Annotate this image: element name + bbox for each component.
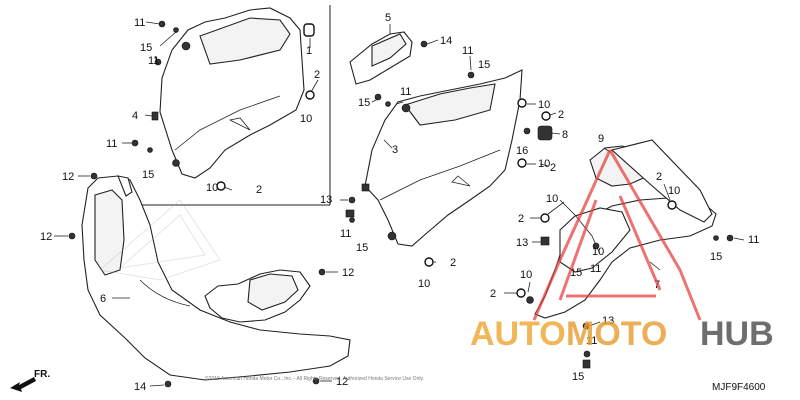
callout-16: 16 [516,145,528,157]
copyright-text: ©2019 American Honda Motor Co., Inc. - A… [205,375,424,382]
callout-numbers: 11 15 11 1 2 10 4 11 15 10 2 12 12 6 12 … [40,12,759,393]
watermark-text-moto: MOTO [566,315,667,353]
callout-9: 9 [598,133,604,145]
callout-3: 3 [392,144,398,156]
front-direction-label: FR. [34,369,50,380]
callout-15: 15 [358,97,370,109]
callout-2: 2 [490,288,496,300]
callout-10: 10 [668,185,680,197]
callout-11: 11 [586,335,597,347]
callout-11: 11 [748,234,759,246]
callout-12: 12 [40,231,52,243]
callout-13: 13 [602,315,614,327]
inner-panel-left-inset[interactable] [159,7,305,179]
center-hardware [345,40,553,267]
callout-2: 2 [256,184,262,196]
under-cowl-hardware [68,172,326,388]
callout-1: 1 [306,45,312,57]
callout-13: 13 [320,194,332,206]
callout-15: 15 [478,59,490,71]
callout-2: 2 [518,213,524,225]
callout-10: 10 [538,99,550,111]
callout-14: 14 [440,35,452,47]
callout-10: 10 [592,246,604,258]
callout-15: 15 [142,169,154,181]
watermark-text-auto: AUTO [470,315,566,353]
clip-grommet [401,103,411,113]
callout-10: 10 [520,269,532,281]
watermark-logo: AUTO MOTO HUB [470,149,774,353]
callout-11: 11 [340,228,351,240]
clip-grommet [172,159,180,167]
callout-11: 11 [148,55,159,67]
callout-5: 5 [385,12,391,24]
inset-leaders [122,21,319,191]
right-leaders [504,147,745,327]
side-cover-right[interactable] [526,139,717,319]
callout-6: 6 [100,293,106,305]
clip-grommet [387,231,397,241]
cowl-brand-imprint [98,199,221,281]
diagram-code: MJF9F4600 [712,382,766,393]
callout-11: 11 [590,263,601,275]
callout-14: 14 [134,381,146,393]
callout-11: 11 [106,138,117,150]
under-cowl[interactable] [81,175,351,381]
callout-12: 12 [342,267,354,279]
callout-10: 10 [538,158,550,170]
callout-2: 2 [558,109,564,121]
right-hardware [516,200,734,369]
callout-15: 15 [710,251,722,263]
callout-11: 11 [462,45,473,57]
callout-13: 13 [516,237,528,249]
callout-2: 2 [314,69,320,81]
front-direction-arrow: FR. [10,369,50,392]
callout-15: 15 [572,371,584,383]
callout-15: 15 [570,267,582,279]
callout-2: 2 [656,171,662,183]
callout-10: 10 [546,193,558,205]
callout-8: 8 [562,129,568,141]
clip-grommet [181,41,191,51]
callout-15: 15 [356,242,368,254]
inner-panel-center[interactable] [361,69,523,247]
callout-10: 10 [418,278,430,290]
callout-2: 2 [550,162,556,174]
callout-4: 4 [132,110,138,122]
callout-10: 10 [206,182,218,194]
under-cowl-leaders [54,175,338,387]
inset-frame [110,5,331,206]
center-leaders [340,24,561,263]
callout-11: 11 [134,17,145,29]
watermark-text-hub: HUB [700,315,774,353]
callout-15: 15 [140,42,152,54]
callout-11: 11 [400,86,411,98]
callout-10: 10 [300,113,312,125]
callout-2: 2 [450,257,456,269]
cover-piece[interactable] [349,31,413,85]
callout-12: 12 [336,376,348,388]
callout-12: 12 [62,171,74,183]
